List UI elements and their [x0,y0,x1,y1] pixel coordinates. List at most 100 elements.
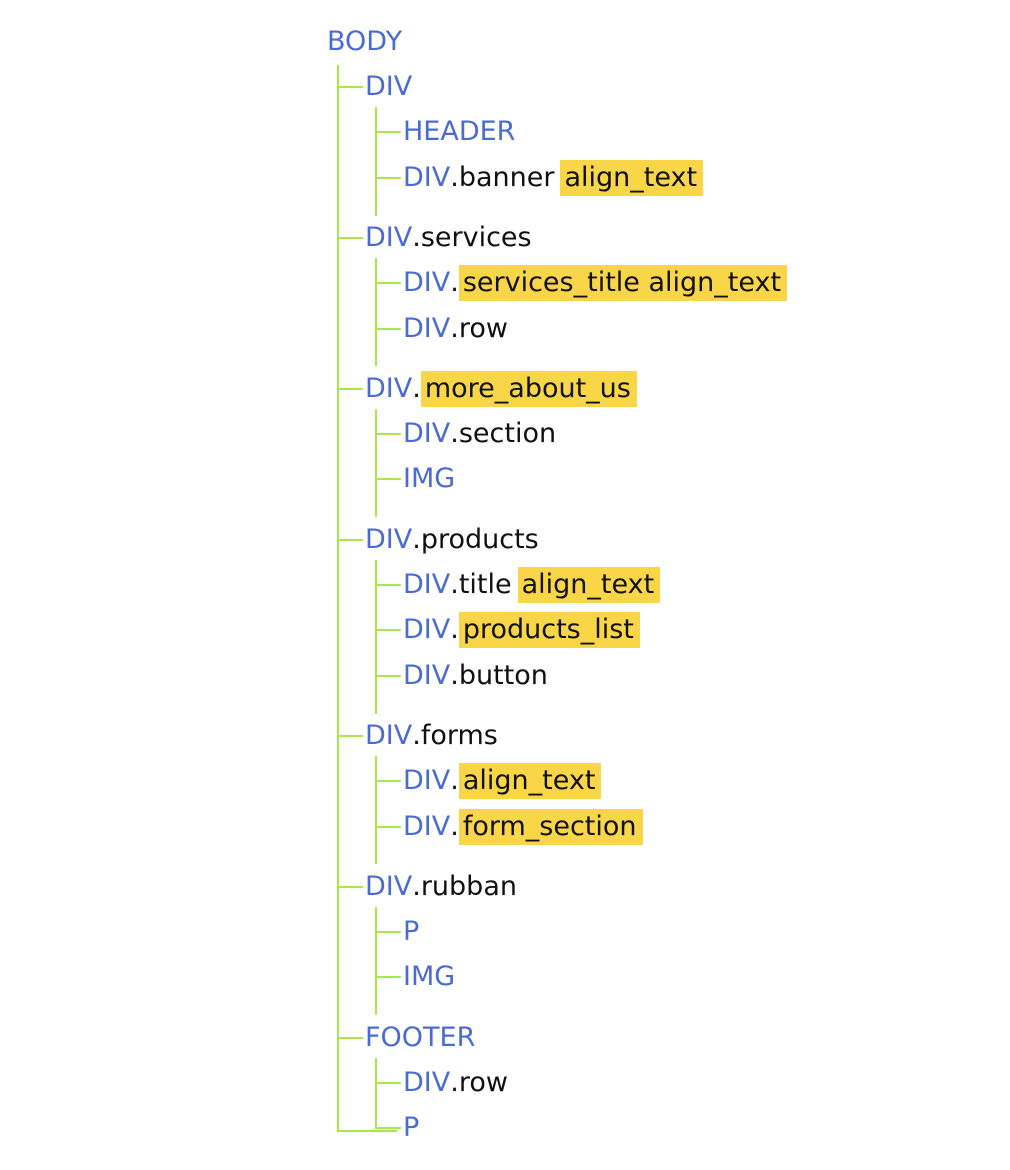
tree-connector-line [375,1127,401,1130]
tree-connector-line [375,825,401,828]
highlighted-class-name: align_text [517,567,661,603]
class-separator-dot: . [450,312,459,344]
tree-node-level-1: DIV [365,69,412,105]
highlighted-class-name: products_list [458,612,640,649]
element-tag: DIV [403,1067,451,1098]
tree-node-level-2: P [403,1110,419,1146]
tree-node-level-2: DIV.row [403,311,508,347]
tree-connector-line [337,885,363,888]
class-separator-dot: . [450,161,459,193]
element-tag: DIV [365,71,413,102]
tree-connector-line [337,734,363,737]
class-separator-dot: . [450,418,459,450]
class-name: section [458,418,557,450]
tree-connector-line [375,478,401,481]
element-tag: DIV [365,719,413,751]
element-tag: DIV [403,810,451,842]
element-tag: IMG [403,961,456,993]
tree-connector-line [375,931,401,934]
element-tag: DIV [403,614,451,646]
tree-connector-line [375,107,377,216]
element-tag: DIV [365,870,413,902]
tree-node-level-1: DIV.rubban [365,869,517,905]
class-name: row [458,1067,508,1098]
tree-connector-line [337,236,363,239]
class-separator-dot: . [450,765,459,797]
element-tag: BODY [327,26,403,57]
class-separator-dot: . [450,1067,459,1098]
tree-node-level-2: DIV.section [403,416,556,452]
tree-node-level-1: DIV.services [365,220,532,256]
tree-connector-line [375,584,401,586]
tree-connector-line [337,1130,397,1132]
class-name: forms [420,719,498,751]
class-separator-dot: . [450,569,459,600]
tree-connector-line [375,629,401,632]
highlighted-class-name: align_text [560,159,704,196]
tree-connector-line [375,780,401,783]
tree-connector-line [375,674,401,677]
class-name: button [458,659,548,691]
element-tag: HEADER [403,116,516,148]
highlighted-class-name: services_title align_text [458,265,788,302]
element-tag: DIV [403,312,451,344]
element-tag: FOOTER [365,1021,476,1053]
tree-connector-line [337,387,363,390]
tree-connector-line [337,65,339,1130]
tree-connector-line [375,131,401,134]
class-separator-dot: . [450,810,459,842]
tree-connector-line [337,1036,363,1039]
class-name: services [420,221,532,253]
tree-node-level-1: FOOTER [365,1020,475,1056]
class-separator-dot: . [450,614,459,646]
tree-node-level-2: HEADER [403,114,515,150]
element-tag: DIV [365,523,413,555]
tree-connector-line [375,282,401,285]
class-name: rubban [420,870,517,902]
class-name: title [458,569,512,600]
class-name: banner [458,161,555,193]
tree-connector-line [375,755,377,865]
tree-connector-line [375,327,401,330]
class-separator-dot: . [450,659,459,691]
class-separator-dot: . [412,870,421,902]
element-tag: DIV [403,267,451,299]
class-separator-dot: . [412,221,421,253]
tree-connector-line [375,257,377,367]
class-name: row [458,312,508,344]
tree-node-level-2: DIV.align_text [403,763,602,800]
element-tag: IMG [403,463,456,495]
class-separator-dot: . [412,719,421,751]
tree-connector-line [375,976,401,979]
tree-connector-line [337,538,363,541]
tree-connector-line [375,433,401,436]
tree-connector-line [375,408,377,518]
highlighted-class-name: form_section [458,808,643,845]
tree-connector-line [375,1057,377,1130]
element-tag: P [403,916,420,948]
tree-connector-line [375,906,377,1016]
element-tag: DIV [365,372,413,404]
tree-connector-line [375,559,377,714]
tree-node-level-1: DIV.products [365,522,539,558]
element-tag: DIV [403,659,451,691]
tree-connector-line [375,1082,401,1084]
tree-node-level-2: IMG [403,461,455,497]
tree-node-level-2: P [403,914,419,950]
tree-node-level-2: IMG [403,959,455,995]
highlighted-class-name: more_about_us [420,370,637,407]
highlighted-class-name: align_text [458,763,602,800]
element-tag: DIV [403,418,451,450]
element-tag: DIV [403,569,451,600]
tree-node-level-2: DIV.products_list [403,612,640,649]
element-tag: P [403,1112,420,1144]
tree-node-level-2: DIV.form_section [403,808,643,845]
element-tag: DIV [403,161,451,193]
tree-node-level-2: DIV.services_title align_text [403,265,788,302]
tree-root-node: BODY [327,24,402,60]
class-separator-dot: . [412,372,421,404]
tree-connector-line [375,176,401,179]
